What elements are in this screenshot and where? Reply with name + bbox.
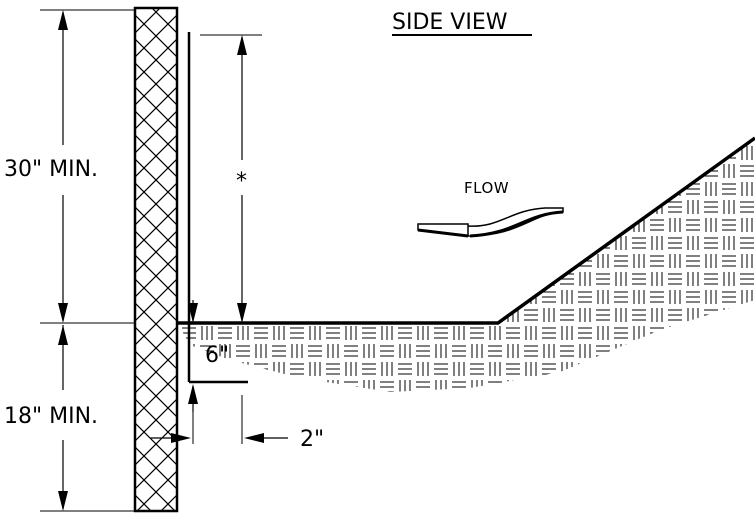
fabric-height-dimension: *	[200, 34, 262, 323]
flow-label: FLOW	[464, 179, 509, 197]
fabric-top-arrow	[188, 300, 198, 323]
filter-fabric	[187, 32, 248, 384]
lower-depth-label: 18" MIN.	[4, 404, 98, 429]
title-group: SIDE VIEW	[392, 10, 532, 36]
flow-indicator: FLOW	[417, 179, 564, 238]
trench-depth-label: 6"	[205, 343, 229, 368]
fence-post	[133, 6, 179, 513]
upper-height-label: 30" MIN.	[4, 157, 98, 182]
lower-depth-dimension: 18" MIN.	[4, 325, 134, 512]
fabric-height-marker: *	[236, 169, 247, 194]
ground-surface-line	[178, 136, 755, 325]
fabric-offset-label: 2"	[300, 427, 324, 452]
diagram-title: SIDE VIEW	[392, 10, 508, 35]
trench-depth-dimension: 6"	[188, 343, 229, 412]
soil-fill	[178, 140, 755, 392]
upper-height-dimension: 30" MIN.	[4, 9, 134, 324]
fabric-offset-dimension: 2"	[150, 395, 324, 452]
